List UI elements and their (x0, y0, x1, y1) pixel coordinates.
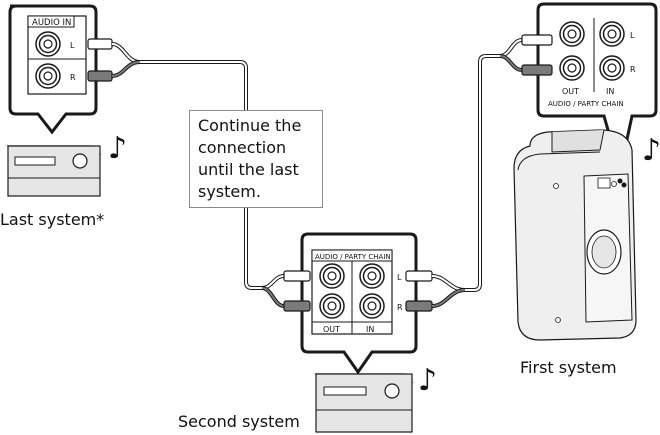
plug-second-out-r (261, 286, 311, 312)
note-line: system. (198, 182, 261, 201)
svg-text:IN: IN (366, 325, 374, 334)
music-note-icon: ♪ (108, 131, 127, 166)
svg-text:R: R (397, 303, 403, 312)
note-line: Continue the (198, 116, 302, 135)
first-system-speaker-icon (513, 129, 637, 341)
plug-first-r (499, 54, 553, 76)
first-system-panel: L R OUT IN AUDIO / PARTY CHAIN (536, 2, 658, 173)
jack-out-l-icon (319, 263, 345, 289)
audio-in-label: AUDIO IN (32, 18, 71, 28)
note-line: connection (198, 138, 287, 157)
music-note-icon: ♪ (418, 363, 437, 398)
last-system-device-icon (6, 145, 102, 197)
svg-text:R: R (70, 73, 76, 82)
svg-text:L: L (630, 31, 635, 40)
jack-first-in-r-icon (599, 55, 625, 81)
svg-text:OUT: OUT (562, 87, 579, 96)
last-system-panel: AUDIO IN L R (8, 4, 98, 135)
jack-in-r-icon (359, 293, 385, 319)
second-system-device-icon (314, 373, 414, 433)
plug-last-r (87, 60, 141, 82)
jack-r-icon (35, 63, 61, 89)
party-chain-label: AUDIO / PARTY CHAIN (315, 253, 391, 261)
jack-in-l-icon (359, 263, 385, 289)
svg-text:R: R (630, 65, 636, 74)
svg-text:OUT: OUT (323, 325, 340, 334)
plug-second-in-r (405, 288, 466, 312)
note-line: until the last (198, 160, 299, 179)
instruction-note: Continue the connection until the last s… (189, 110, 323, 208)
jack-first-in-l-icon (599, 21, 625, 47)
second-system-panel: AUDIO / PARTY CHAIN OUT IN L R (300, 232, 418, 375)
first-system-label: First system (520, 358, 617, 377)
cable-second-to-first (465, 54, 500, 292)
jack-first-out-r-icon (559, 55, 585, 81)
last-system-label: Last system* (0, 210, 105, 229)
jack-out-r-icon (319, 293, 345, 319)
jack-l-icon (35, 31, 61, 57)
svg-text:L: L (70, 41, 75, 50)
music-note-icon: ♪ (642, 133, 660, 168)
svg-text:L: L (397, 273, 402, 282)
first-panel-caption: AUDIO / PARTY CHAIN (548, 100, 624, 108)
svg-text:IN: IN (606, 87, 614, 96)
second-system-label: Second system (178, 412, 300, 431)
jack-first-out-l-icon (559, 21, 585, 47)
